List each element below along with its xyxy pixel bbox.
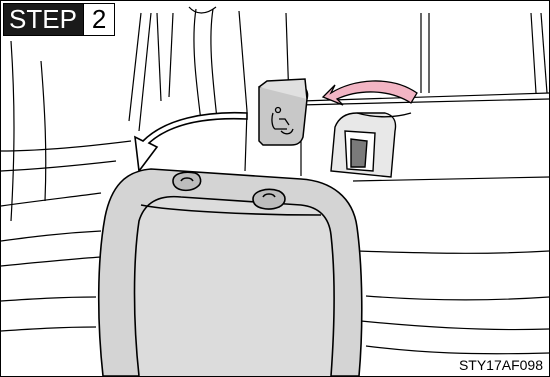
curved-arrow-icon [135, 113, 247, 171]
step-number: 2 [83, 4, 114, 35]
step-label: STEP [4, 4, 83, 35]
figure-code: STY17AF098 [457, 357, 545, 373]
step-badge: STEP 2 [3, 3, 115, 36]
seat-back [99, 169, 362, 376]
curved-arrow-icon [323, 81, 417, 105]
anchor-cover [259, 79, 308, 145]
anchor-bracket [331, 113, 411, 177]
